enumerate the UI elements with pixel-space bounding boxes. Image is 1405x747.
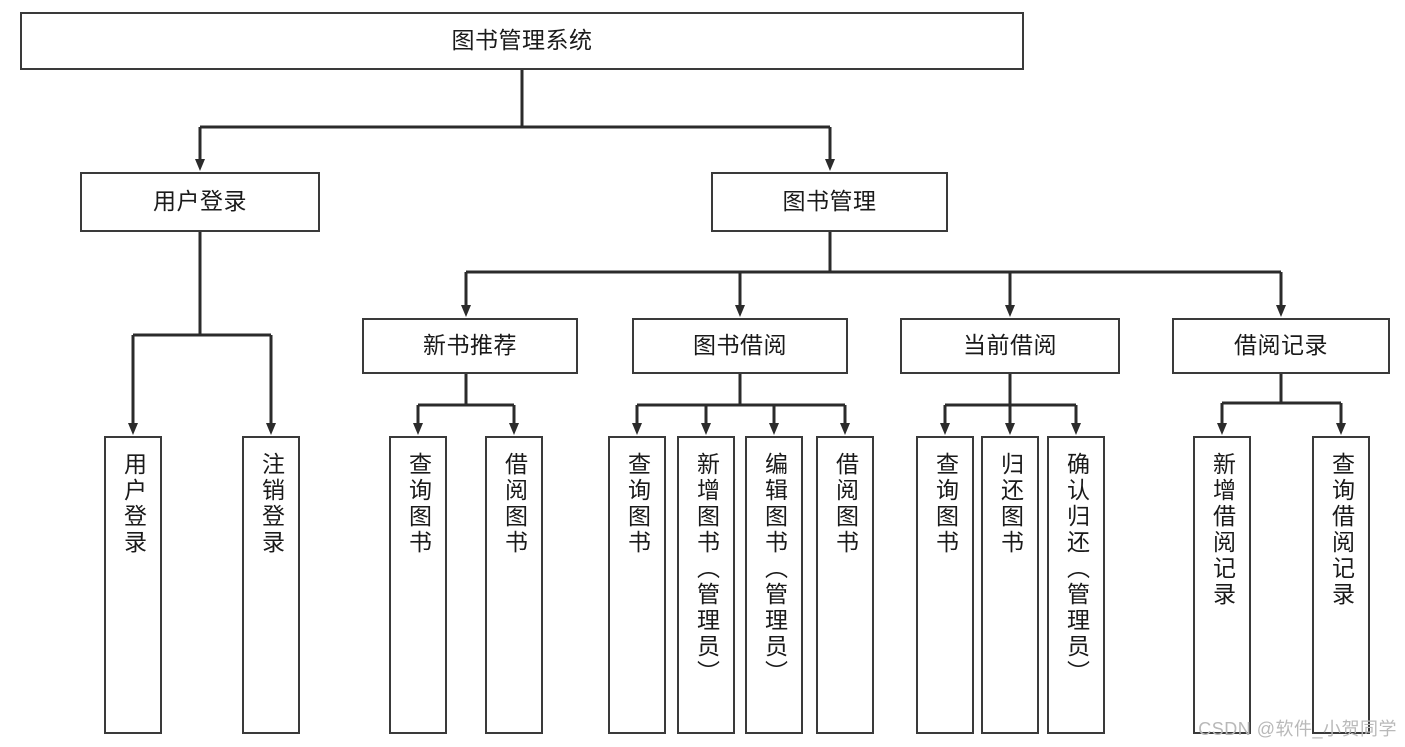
node-leaf-add-borrow-record-label: 新增借阅记录 bbox=[1209, 452, 1236, 608]
node-leaf-return-book[interactable]: 归还图书 bbox=[981, 436, 1039, 734]
node-new-book-recommend[interactable]: 新书推荐 bbox=[362, 318, 578, 374]
node-root-system[interactable]: 图书管理系统 bbox=[20, 12, 1024, 70]
node-leaf-borrow-query-book-label: 查询图书 bbox=[624, 452, 651, 556]
node-leaf-query-borrow-record-label: 查询借阅记录 bbox=[1328, 452, 1355, 608]
node-leaf-logout-label: 注销登录 bbox=[258, 452, 285, 556]
node-leaf-recommend-borrow-book[interactable]: 借阅图书 bbox=[485, 436, 543, 734]
csdn-watermark: CSDN @软件_小贺同学 bbox=[1198, 719, 1397, 739]
node-book-management-label: 图书管理 bbox=[782, 188, 877, 215]
node-book-management[interactable]: 图书管理 bbox=[711, 172, 948, 232]
node-current-borrow[interactable]: 当前借阅 bbox=[900, 318, 1120, 374]
node-leaf-query-borrow-record[interactable]: 查询借阅记录 bbox=[1312, 436, 1370, 734]
node-current-borrow-label: 当前借阅 bbox=[963, 332, 1057, 359]
node-leaf-current-query-book-label: 查询图书 bbox=[932, 452, 959, 556]
node-leaf-recommend-query-book[interactable]: 查询图书 bbox=[389, 436, 447, 734]
node-borrow-record-label: 借阅记录 bbox=[1234, 332, 1328, 359]
node-leaf-edit-book-admin-label: 编辑图书（管理员） bbox=[761, 452, 788, 686]
node-leaf-borrow-book-label: 借阅图书 bbox=[832, 452, 859, 556]
node-leaf-borrow-book[interactable]: 借阅图书 bbox=[816, 436, 874, 734]
node-leaf-return-book-label: 归还图书 bbox=[997, 452, 1024, 556]
node-leaf-add-book-admin-label: 新增图书（管理员） bbox=[693, 452, 720, 686]
node-leaf-user-login[interactable]: 用户登录 bbox=[104, 436, 162, 734]
node-leaf-logout[interactable]: 注销登录 bbox=[242, 436, 300, 734]
node-book-borrow[interactable]: 图书借阅 bbox=[632, 318, 848, 374]
node-leaf-user-login-label: 用户登录 bbox=[120, 452, 147, 556]
node-leaf-add-borrow-record[interactable]: 新增借阅记录 bbox=[1193, 436, 1251, 734]
node-user-login[interactable]: 用户登录 bbox=[80, 172, 320, 232]
node-leaf-edit-book-admin[interactable]: 编辑图书（管理员） bbox=[745, 436, 803, 734]
node-leaf-current-query-book[interactable]: 查询图书 bbox=[916, 436, 974, 734]
node-user-login-label: 用户登录 bbox=[153, 188, 247, 215]
node-leaf-add-book-admin[interactable]: 新增图书（管理员） bbox=[677, 436, 735, 734]
node-leaf-confirm-return-admin-label: 确认归还（管理员） bbox=[1063, 452, 1090, 686]
node-leaf-recommend-borrow-book-label: 借阅图书 bbox=[501, 452, 528, 556]
node-book-borrow-label: 图书借阅 bbox=[693, 332, 787, 359]
node-root-system-label: 图书管理系统 bbox=[451, 27, 593, 54]
node-borrow-record[interactable]: 借阅记录 bbox=[1172, 318, 1390, 374]
node-leaf-recommend-query-book-label: 查询图书 bbox=[405, 452, 432, 556]
node-leaf-borrow-query-book[interactable]: 查询图书 bbox=[608, 436, 666, 734]
node-new-book-recommend-label: 新书推荐 bbox=[423, 332, 517, 359]
node-leaf-confirm-return-admin[interactable]: 确认归还（管理员） bbox=[1047, 436, 1105, 734]
